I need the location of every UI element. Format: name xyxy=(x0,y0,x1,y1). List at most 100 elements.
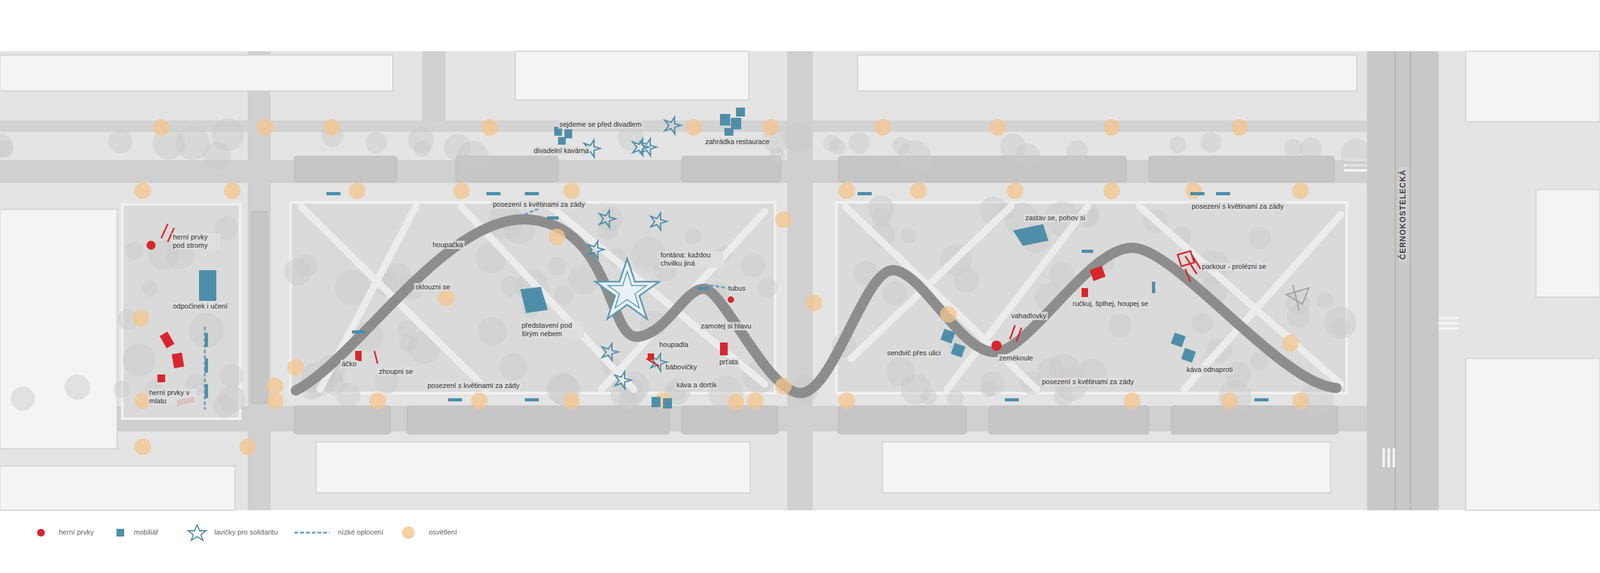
tree-crown xyxy=(1169,136,1187,154)
place-label: sejdeme se před divadlem xyxy=(558,120,643,129)
street-light xyxy=(224,182,241,200)
street-light xyxy=(481,119,498,136)
street-light xyxy=(775,211,792,228)
street-light xyxy=(453,182,470,200)
street-light xyxy=(762,119,779,136)
street-light xyxy=(685,119,703,136)
solidarity-bench xyxy=(632,138,649,157)
place-label: posezení s květinami za zády xyxy=(426,381,521,390)
place-label: káva odnaproti xyxy=(1185,365,1234,374)
tree-crown xyxy=(547,256,567,276)
tree-crown xyxy=(1250,352,1270,371)
street-light xyxy=(1221,392,1238,409)
tree-crown xyxy=(0,140,15,158)
tree-crown xyxy=(414,140,431,157)
place-label: prťata xyxy=(718,357,740,367)
place-label: fontána: každou chvilku jiná xyxy=(659,250,724,268)
solidarity-bench xyxy=(664,117,681,135)
tree-crown xyxy=(769,147,786,164)
street-light xyxy=(838,392,856,409)
place-label: sklouzni se xyxy=(414,282,452,292)
solidarity-bench xyxy=(640,138,657,157)
tree-crown xyxy=(1284,138,1304,158)
tree-crown xyxy=(188,312,224,349)
street-light xyxy=(727,393,745,411)
tree-crown xyxy=(1108,314,1133,338)
tree-crown xyxy=(365,131,388,154)
place-label: parkour - prolézni se xyxy=(1200,262,1268,271)
tree-crown xyxy=(1316,292,1333,309)
legend-text: nízké oplocení xyxy=(337,528,384,536)
street-light xyxy=(1006,182,1024,200)
place-label: sendvič přes ulici xyxy=(885,348,943,358)
tree-crown xyxy=(1340,138,1372,170)
tree-crown xyxy=(176,126,211,161)
place-label: herní prvky v mlatu xyxy=(147,388,197,406)
legend-text: lavičky pro solidaritu xyxy=(214,528,278,536)
street-light xyxy=(838,182,856,200)
street-light xyxy=(563,392,580,409)
place-label: zastav se, pohov si xyxy=(1024,213,1087,223)
tree-crown xyxy=(478,316,507,346)
solidarity-bench xyxy=(599,210,616,228)
place-label: zhoupni se xyxy=(377,367,415,376)
tree-crown xyxy=(1191,312,1213,335)
legend-swatch xyxy=(401,526,415,539)
street-light xyxy=(989,119,1007,136)
tree-crown xyxy=(618,125,644,151)
place-label: herní prvky pod stromy xyxy=(171,232,221,250)
street-light xyxy=(132,309,150,327)
tree-crown xyxy=(953,266,980,292)
street-light xyxy=(775,377,792,395)
tree-crown xyxy=(897,140,931,174)
legend-text: herní prvky xyxy=(58,528,94,536)
tree-crown xyxy=(1218,380,1252,414)
street-light xyxy=(805,294,823,312)
street-light xyxy=(1103,182,1120,200)
street-light xyxy=(256,119,274,136)
tree-crown xyxy=(684,227,701,244)
place-label: divadelní kavárna xyxy=(532,146,591,155)
tree-crown xyxy=(1066,140,1088,162)
place-label: tubus xyxy=(727,284,747,293)
tree-crown xyxy=(1299,137,1323,160)
street-light xyxy=(239,438,256,456)
legend-text: osvětlení xyxy=(428,528,457,536)
street-light xyxy=(1292,392,1309,409)
tree-crown xyxy=(883,281,907,306)
tree-crown xyxy=(740,252,765,278)
street-light xyxy=(874,119,891,136)
street-light xyxy=(134,438,152,456)
street-light xyxy=(548,228,566,246)
tree-crown xyxy=(901,227,917,244)
place-label: áčko xyxy=(340,359,358,368)
street-light xyxy=(1231,119,1248,136)
street-light xyxy=(369,392,386,409)
tree-crown xyxy=(980,371,1006,397)
tree-crown xyxy=(284,257,312,286)
street-light xyxy=(348,182,366,200)
place-label: posezení s květinami za zády xyxy=(491,200,587,209)
tree-crown xyxy=(1324,306,1357,340)
tree-crown xyxy=(219,363,244,388)
legend-swatch xyxy=(37,528,45,537)
solidarity-bench xyxy=(588,241,605,259)
place-label: vahadlovky xyxy=(1009,311,1048,320)
tree-crown xyxy=(113,380,131,399)
tree-crown xyxy=(499,353,528,381)
street-light xyxy=(266,392,284,409)
legend-swatch xyxy=(116,528,125,537)
tree-crown xyxy=(757,277,778,298)
tree-crown xyxy=(848,132,871,155)
place-label: zahrádka restaurace xyxy=(704,137,771,146)
tree-crown xyxy=(125,241,144,260)
street-light xyxy=(323,119,340,136)
tree-crown xyxy=(947,389,965,408)
place-label: posezení s květinami za zády xyxy=(1040,377,1136,386)
tree-crown xyxy=(980,380,997,397)
solidarity-bench xyxy=(650,213,667,231)
tree-crown xyxy=(108,129,133,154)
tree-crown xyxy=(211,118,245,152)
